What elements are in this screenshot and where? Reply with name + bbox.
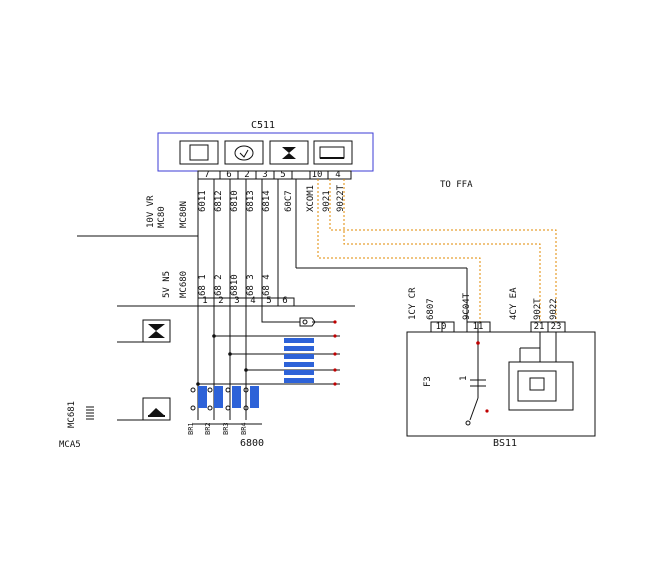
top-pin-6: 6 <box>226 170 232 180</box>
module-c511-label: C511 <box>251 120 276 131</box>
pump-symbol-upper <box>142 319 171 343</box>
module-bs11-label: BS11 <box>493 438 518 449</box>
bottom-pin-2: 2 <box>218 296 224 306</box>
ground-hatch <box>86 406 94 420</box>
br2-label: BR2 <box>204 422 212 435</box>
bottom-pin-6: 6 <box>282 296 288 306</box>
wire-1cy-cr: 1CY CR <box>408 287 418 320</box>
br3-label: BR3 <box>222 422 230 435</box>
br1-label: BR1 <box>187 422 195 435</box>
right-pin-23: 23 <box>550 322 562 332</box>
bottom-pin-1: 1 <box>202 296 208 306</box>
wire-6814: 6814 <box>262 190 272 212</box>
top-pin-4: 4 <box>335 170 341 180</box>
wire-9c04t: 9C04T <box>462 292 472 320</box>
top-pin-2: 2 <box>244 170 250 180</box>
wire-4cy-ea: 4CY EA <box>509 287 519 320</box>
mc681-label: MC681 <box>67 400 77 428</box>
wire-mc680: MC680 <box>179 270 189 298</box>
wire-902t: 902T <box>533 298 543 320</box>
wire-5v: 5V N5 <box>162 270 172 298</box>
br4-label: BR4 <box>240 422 248 435</box>
fuse-f3-label: F3 <box>423 376 433 387</box>
pump-icon <box>269 140 309 165</box>
top-pin-7: 7 <box>204 170 210 180</box>
fuse-blocks <box>198 386 259 408</box>
sensor-icon <box>299 317 335 327</box>
right-pin-21: 21 <box>533 322 545 332</box>
display-icon <box>313 140 353 165</box>
wire-68-1: 68 1 <box>198 274 208 296</box>
top-pin-10: 10 <box>311 170 323 180</box>
wire-10v: 10V VR <box>146 195 156 228</box>
wire-68-2: 68 2 <box>214 274 224 296</box>
wire-6011: 6011 <box>198 190 208 212</box>
main-vertical-wires <box>77 179 467 298</box>
relay-1-label: 1 <box>459 375 469 381</box>
ffa-label: TO FFA <box>440 180 473 190</box>
right-pin-10: 10 <box>435 322 447 332</box>
wire-mc80n: MC80N <box>179 200 189 228</box>
right-pin-11: 11 <box>472 322 484 332</box>
wire-mc80: MC80 <box>157 206 167 228</box>
bottom-pin-3: 3 <box>234 296 240 306</box>
ground-stack <box>284 338 314 383</box>
wire-9021: 9021 <box>322 190 332 212</box>
wire-xcom1: XCOM1 <box>306 184 316 212</box>
module-6800-label: 6800 <box>240 438 265 449</box>
mca5-label: MCA5 <box>59 440 81 450</box>
gauge-icon <box>224 140 264 165</box>
bottom-pin-4: 4 <box>250 296 256 306</box>
wire-6812: 6812 <box>214 190 224 212</box>
dashed-wires <box>317 179 557 322</box>
wire-9022: 9022 <box>549 298 559 320</box>
wire-6810-b: 6810 <box>230 274 240 296</box>
bottom-pin-5: 5 <box>266 296 272 306</box>
module-bs11-box <box>406 331 596 437</box>
wire-6807: 6807 <box>426 298 436 320</box>
pump-symbol-lower <box>142 397 171 421</box>
wire-6810: 6810 <box>230 190 240 212</box>
top-pin-5: 5 <box>280 170 286 180</box>
top-pin-3: 3 <box>262 170 268 180</box>
wire-9022t: 9022T <box>336 184 346 212</box>
wire-68-3: 68 3 <box>246 274 256 296</box>
wire-6813: 6813 <box>246 190 256 212</box>
ecu-icon <box>179 140 219 165</box>
wire-68-4: 68 4 <box>262 274 272 296</box>
wire-60c7: 60C7 <box>284 190 294 212</box>
